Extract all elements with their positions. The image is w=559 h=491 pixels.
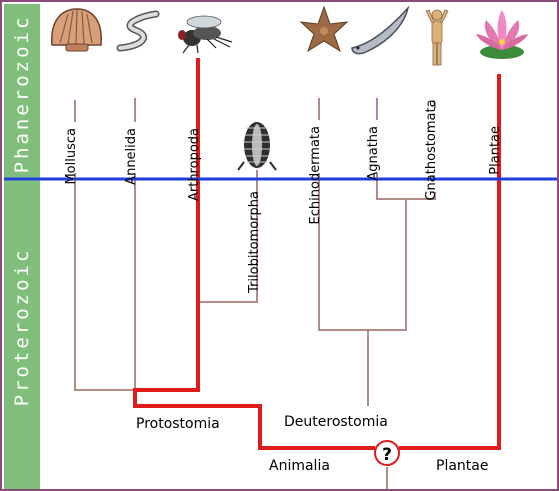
label-agnatha: Agnatha <box>366 126 381 181</box>
trilobite-icon <box>238 122 276 170</box>
label-plantae-clade: Plantae <box>436 458 488 474</box>
clade-labels: Protostomia Deuterostomia Animalia Plant… <box>136 414 488 474</box>
unknown-node: ? <box>375 441 399 465</box>
branch-echinodermata <box>319 173 406 330</box>
unknown-node-mark: ? <box>382 445 392 465</box>
label-deuterostomia: Deuterostomia <box>284 414 388 430</box>
label-mollusca: Mollusca <box>64 128 79 185</box>
label-echinodermata: Echinodermata <box>308 126 323 224</box>
taxon-labels: Mollusca Annelida Arthropoda Trilobitomo… <box>64 99 503 293</box>
water-lily-icon <box>476 10 528 59</box>
label-animalia: Animalia <box>269 458 330 474</box>
label-gnathostomata: Gnathostomata <box>424 99 439 200</box>
label-protostomia: Protostomia <box>136 416 220 432</box>
lineage-plantae <box>399 74 499 448</box>
label-trilobitomorpha: Trilobitomorpha <box>247 191 262 294</box>
clam-icon <box>52 9 101 51</box>
label-plantae-taxon: Plantae <box>488 126 503 175</box>
label-annelida: Annelida <box>124 128 139 185</box>
human-figure-icon <box>426 10 448 65</box>
branch-mollusca <box>75 173 137 390</box>
highlighted-lineage <box>135 58 499 448</box>
starfish-icon <box>301 7 347 51</box>
fly-icon <box>178 16 232 53</box>
worm-icon <box>120 14 156 48</box>
hagfish-icon <box>352 8 408 54</box>
label-arthropoda: Arthropoda <box>187 128 202 201</box>
